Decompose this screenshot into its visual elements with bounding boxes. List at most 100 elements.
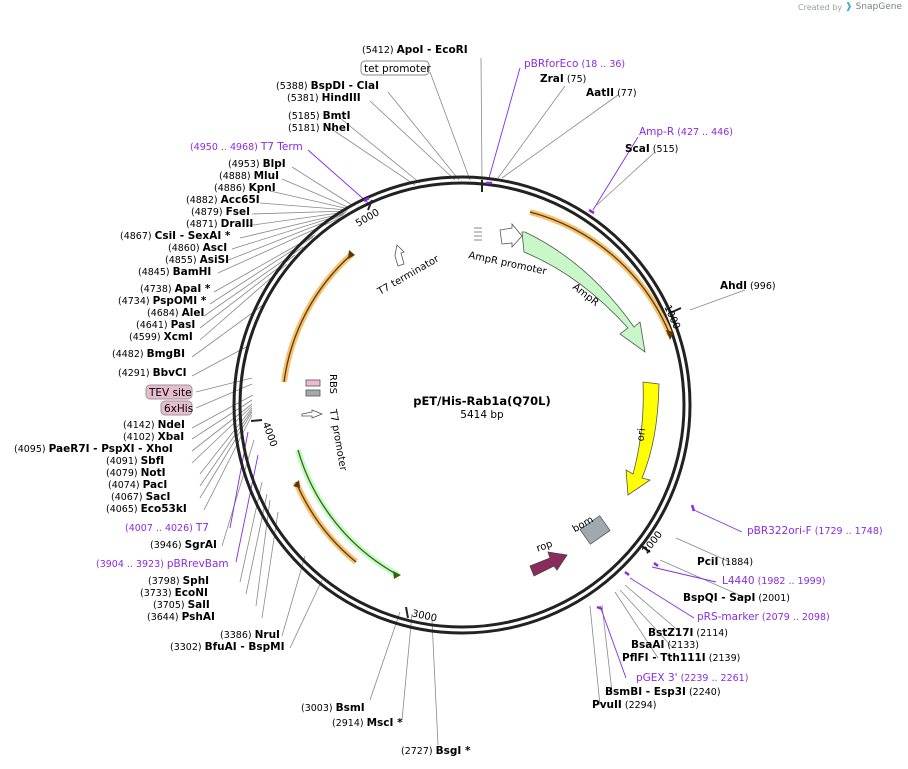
site-position: (4641): [136, 320, 171, 331]
site-name: ZraI: [540, 73, 564, 85]
site-position: (2240): [686, 687, 721, 698]
orf-arrowhead-4: [393, 571, 401, 579]
primer-label: pBRforEco (18 .. 36): [524, 58, 625, 70]
site-label: PflFI - Tth111I (2139): [622, 652, 740, 664]
site-label: (5181) NheI: [288, 122, 350, 134]
snapgene-credit: Created by ❱ SnapGene: [798, 2, 902, 12]
site-label: AatII (77): [586, 87, 637, 99]
site-label: (4065) Eco53kI: [106, 503, 187, 515]
site-name: PshAI: [182, 611, 215, 623]
feature-label-ori: ori: [636, 428, 648, 442]
site-position: (3302): [170, 642, 205, 653]
site-position: (5185): [288, 111, 323, 122]
site-name: BfuAI: [205, 641, 237, 653]
site-label: (4095) PaeR7I - PspXI - XhoI: [14, 443, 173, 455]
site-position: (4855): [165, 255, 200, 266]
ori-arrow: [625, 381, 660, 496]
feature-label-rop: rop: [535, 539, 554, 555]
t7-terminator-arrow: [394, 244, 405, 267]
site-label: AhdI (996): [720, 280, 776, 292]
site-label: (4074) PacI: [108, 479, 167, 491]
orf-arrowhead-3: [293, 480, 300, 488]
primer-name: pGEX 3': [636, 672, 678, 684]
site-label: BspQI - SapI (2001): [683, 592, 790, 604]
site-name: BmtI: [323, 110, 351, 122]
site-name: MscI *: [367, 717, 403, 729]
site-alias: - ClaI: [345, 80, 379, 92]
site-label: (3733) EcoNI: [140, 587, 208, 599]
site-label: (3003) BsmI: [301, 702, 365, 714]
site-alias: - PspXI - XhoI: [90, 443, 173, 455]
tev-site-tag: TEV site: [145, 384, 193, 400]
site-position: (4091): [106, 456, 141, 467]
site-name: BstZ17I: [648, 627, 693, 639]
site-name: ApoI: [397, 44, 424, 56]
site-position: (3644): [147, 612, 182, 623]
plasmid-name: pET/His-Rab1a(Q70L): [413, 394, 551, 408]
snapgene-logo-icon: ❱: [845, 2, 853, 12]
site-name: AscI: [203, 242, 228, 254]
site-label: (4845) BamHI: [138, 266, 211, 278]
feature-label-rbs: RBS: [327, 374, 338, 394]
site-alias: - EcoRI: [423, 44, 467, 56]
site-label: (4871) DraIII: [186, 218, 253, 230]
site-label: (4886) KpnI: [214, 182, 276, 194]
credit-brand: SnapGene: [855, 2, 902, 12]
site-position: (4291): [118, 368, 153, 379]
primer-name: pBR322ori-F: [747, 525, 812, 537]
site-name: EcoNI: [175, 587, 208, 599]
site-label: BsmBI - Esp3I (2240): [605, 686, 721, 698]
t7-promoter-arrow: [301, 409, 324, 419]
site-position: (4074): [108, 480, 143, 491]
site-label: (4641) PasI: [136, 319, 195, 331]
site-label: (4888) MluI: [219, 170, 279, 182]
site-name: BspQI: [683, 592, 718, 604]
site-name: BamHI: [173, 266, 212, 278]
primer-label: Amp-R (427 .. 446): [639, 126, 733, 138]
site-label: (4067) SacI: [111, 491, 170, 503]
site-label: ZraI (75): [540, 73, 586, 85]
site-label: (4102) XbaI: [123, 431, 184, 443]
primer-range: (4950 .. 4968): [190, 142, 261, 153]
site-position: (2001): [755, 593, 790, 604]
site-position: (4879): [191, 207, 226, 218]
rbs-box: [305, 379, 321, 387]
orf-arrowhead-1: [666, 330, 674, 340]
site-position: (2914): [332, 718, 367, 729]
site-label: (4142) NdeI: [123, 419, 185, 431]
site-label: (4879) FseI: [191, 206, 250, 218]
site-position: (3386): [220, 630, 255, 641]
site-name: ApaI *: [175, 283, 211, 295]
tick-label-4000: 4000: [260, 421, 279, 449]
site-position: (2294): [622, 700, 657, 711]
site-position: (4845): [138, 267, 173, 278]
site-label: (2727) BsgI *: [401, 745, 471, 757]
site-name: MluI: [254, 170, 279, 182]
site-name: XcmI: [164, 331, 193, 343]
site-label: (3705) SalI: [153, 599, 210, 611]
primer-name: pBRrevBam: [167, 558, 229, 570]
site-name: PflFI: [622, 652, 649, 664]
bom-box: [579, 515, 611, 545]
site-name: BsaAI: [631, 639, 664, 651]
site-name: BspDI: [311, 80, 345, 92]
primer-label: pBR322ori-F (1729 .. 1748): [747, 525, 883, 537]
site-label: (4953) BlpI: [228, 158, 286, 170]
site-alias: - Esp3I: [642, 686, 686, 698]
site-label: BstZ17I (2114): [648, 627, 728, 639]
tev-site-label: TEV site: [148, 387, 192, 399]
site-label: (2914) MscI *: [332, 717, 403, 729]
site-label: (4291) BbvCI: [118, 367, 187, 379]
site-name: NdeI: [158, 419, 185, 431]
site-position: (4065): [106, 504, 141, 515]
site-name: HindIII: [322, 92, 361, 104]
ampr-promoter-glyph: [474, 227, 482, 241]
site-label: (3386) NruI: [220, 629, 280, 641]
site-position: (4882): [186, 195, 221, 206]
site-name: NruI: [255, 629, 280, 641]
site-label: (4855) AsiSI: [165, 254, 229, 266]
site-label: (4882) Acc65I: [186, 194, 260, 206]
rop-arrow: [529, 551, 568, 577]
site-position: (1884): [718, 557, 753, 568]
